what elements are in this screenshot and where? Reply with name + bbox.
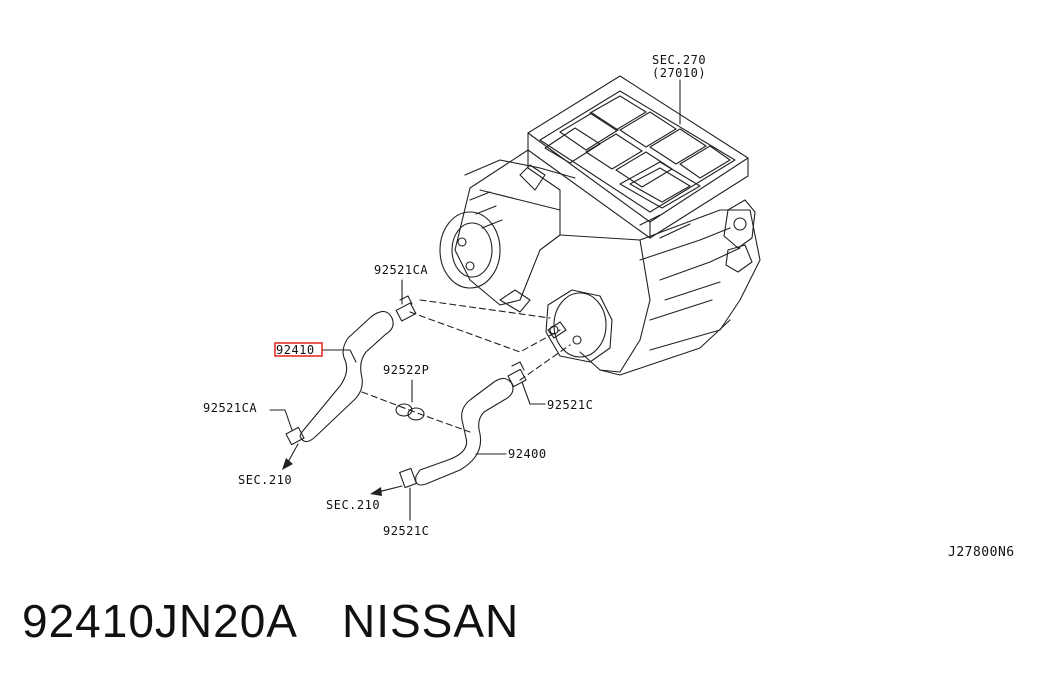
clip-92521ca-top [395, 295, 417, 322]
clip-92521c-bottom [399, 467, 417, 489]
leader-lines [269, 279, 546, 521]
label-92400[interactable]: 92400 [508, 447, 547, 461]
label-92521ca-left[interactable]: 92521CA [203, 401, 257, 415]
arrow-sec210-left [287, 443, 299, 463]
label-92521c-bottom[interactable]: 92521C [383, 524, 429, 538]
arrowhead-left [282, 458, 293, 470]
clip-92521ca-left [285, 426, 305, 446]
label-92521ca-top[interactable]: 92521CA [374, 263, 428, 277]
hose-92400 [415, 377, 514, 486]
brand-name: NISSAN [341, 595, 520, 647]
clip-92521c-right [507, 361, 527, 388]
part-number: 92410JN20A [22, 595, 298, 647]
arrow-sec210-mid [377, 485, 403, 493]
hose-92410 [299, 310, 394, 443]
label-92521c-right[interactable]: 92521C [547, 398, 593, 412]
clamp-92522p [395, 403, 425, 421]
label-sec210-mid[interactable]: SEC.210 [326, 498, 380, 512]
label-27010[interactable]: (27010) [652, 66, 706, 80]
label-92522p[interactable]: 92522P [383, 363, 429, 377]
label-sec210-left[interactable]: SEC.210 [238, 473, 292, 487]
part-title: 92410JN20A NISSAN [22, 594, 519, 648]
label-sec270[interactable]: SEC.270 [652, 53, 706, 67]
highlight-box-92410 [274, 342, 323, 357]
arrowhead-mid [370, 487, 382, 496]
heater-unit-assembly [439, 75, 761, 376]
connection-lines [361, 299, 571, 433]
label-92410[interactable]: 92410 [276, 343, 315, 357]
parts-diagram: SEC.270 (27010) 92521CA 92410 92522P 925… [203, 53, 1015, 560]
diagram-code: J27800N6 [948, 545, 1015, 560]
